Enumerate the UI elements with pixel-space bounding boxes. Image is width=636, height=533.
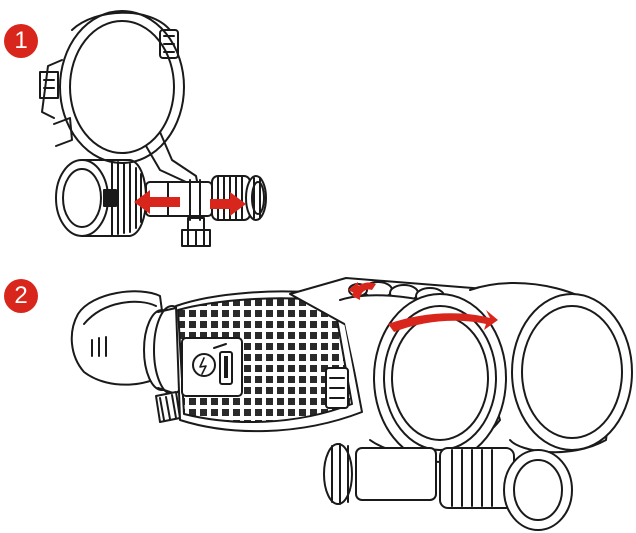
step-2-illustration: [70, 277, 633, 531]
locking-knob: [181, 217, 211, 247]
eyepiece-ring: [211, 175, 267, 221]
binocular-body: [175, 290, 363, 433]
step-1-badge: 1: [4, 24, 38, 58]
slide-arrows: [134, 190, 246, 216]
rotation-arrows: [348, 282, 498, 332]
objective-left: [339, 293, 507, 463]
ring-hinge: [159, 29, 179, 59]
objective-right: [469, 282, 633, 454]
ring-latch: [39, 71, 73, 147]
power-icon: [192, 353, 216, 377]
attached-adapter: [323, 443, 573, 531]
side-mount: [325, 367, 349, 409]
lens-barrel: [55, 159, 147, 237]
step-2-number: 2: [14, 282, 28, 309]
arrow-left: [134, 190, 180, 214]
step-2-badge: 2: [4, 279, 38, 313]
arrow-lift: [348, 282, 376, 300]
arrow-right: [210, 192, 246, 216]
arrow-rotate: [388, 310, 498, 332]
step-1-number: 1: [14, 27, 28, 54]
